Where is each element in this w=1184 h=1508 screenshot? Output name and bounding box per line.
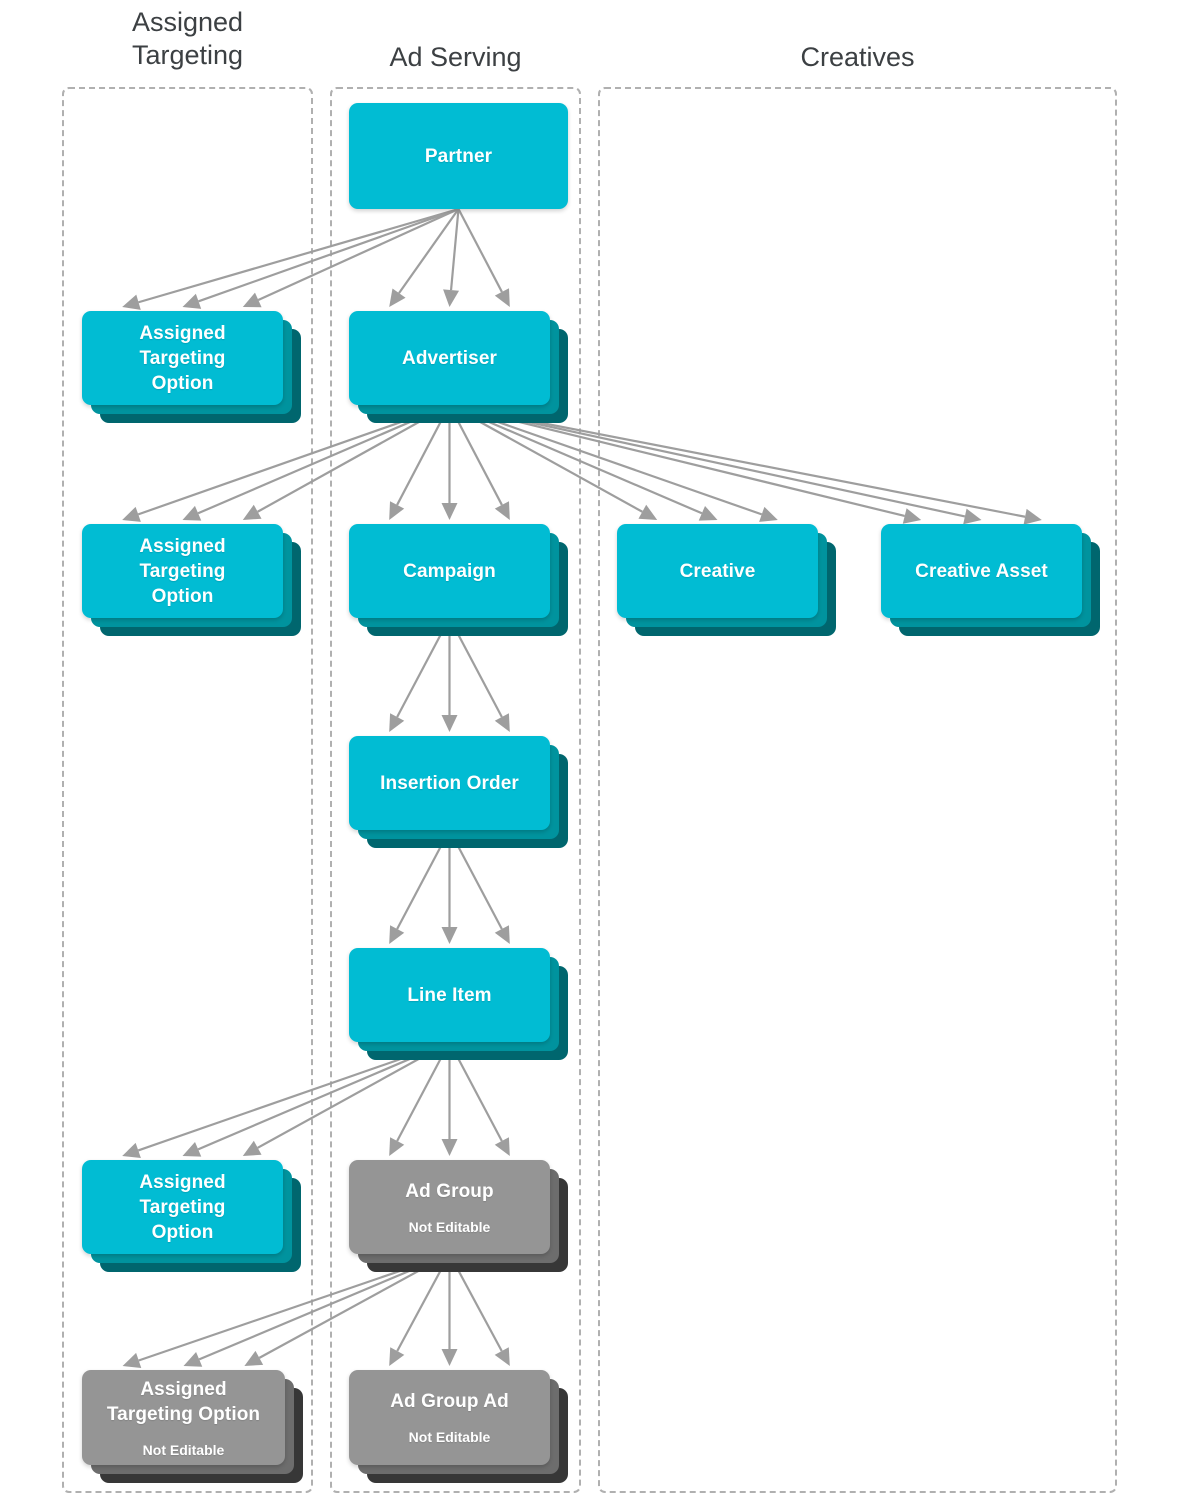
card-front-partner[interactable]: Partner <box>349 103 568 209</box>
node-label: Assigned Targeting Option <box>106 1378 261 1425</box>
node-label: Assigned Targeting Option <box>139 1171 226 1243</box>
node-label: Advertiser <box>402 347 497 369</box>
column-header-ad-serving: Ad Serving <box>389 42 522 72</box>
node-line-item[interactable]: Line Item <box>349 948 568 1060</box>
card-front-ato-partner[interactable]: Assigned Targeting Option <box>82 311 283 405</box>
node-label: Assigned Targeting Option <box>139 535 226 607</box>
node-ad-group-ad[interactable]: Ad Group Ad Not Editable <box>349 1370 568 1483</box>
group-box-ad-serving <box>330 87 581 1493</box>
node-label: Creative Asset <box>915 560 1048 582</box>
node-ato-advertiser[interactable]: Assigned Targeting Option <box>82 524 301 636</box>
node-insertion-order[interactable]: Insertion Order <box>349 736 568 848</box>
node-label: Ad Group <box>405 1180 494 1202</box>
node-ato-lineitem[interactable]: Assigned Targeting Option <box>82 1160 301 1272</box>
node-label: Partner <box>424 145 493 167</box>
card-front-creative[interactable]: Creative <box>617 524 818 618</box>
node-sublabel-not-editable: Not Editable <box>408 1429 491 1445</box>
node-label: Ad Group Ad <box>390 1391 509 1412</box>
card-front-insertion-order[interactable]: Insertion Order <box>349 736 550 830</box>
card-front-ato-advertiser[interactable]: Assigned Targeting Option <box>82 524 283 618</box>
node-sublabel-not-editable: Not Editable <box>408 1218 491 1235</box>
card-front-line-item[interactable]: Line Item <box>349 948 550 1042</box>
group-box-assigned-targeting <box>62 87 313 1493</box>
node-creative[interactable]: Creative <box>617 524 836 636</box>
card-front-creative-asset[interactable]: Creative Asset <box>881 524 1082 618</box>
card-front-ad-group-ad[interactable]: Ad Group Ad Not Editable <box>349 1370 550 1465</box>
node-label: Assigned Targeting Option <box>139 322 226 394</box>
node-sublabel-not-editable: Not Editable <box>142 1441 225 1458</box>
node-creative-asset[interactable]: Creative Asset <box>881 524 1100 636</box>
card-front-ato-lineitem[interactable]: Assigned Targeting Option <box>82 1160 283 1254</box>
column-header-assigned-targeting: Assigned Targeting <box>131 7 244 70</box>
column-header-creatives: Creatives <box>800 42 915 72</box>
node-label: Line Item <box>407 984 492 1006</box>
node-label: Campaign <box>403 560 496 582</box>
group-box-creatives <box>598 87 1117 1493</box>
node-label: Creative <box>679 560 756 582</box>
node-partner[interactable]: Partner <box>349 103 586 227</box>
card-front-campaign[interactable]: Campaign <box>349 524 550 618</box>
node-label: Insertion Order <box>380 772 519 794</box>
node-advertiser[interactable]: Advertiser <box>349 311 568 423</box>
node-campaign[interactable]: Campaign <box>349 524 568 636</box>
card-front-advertiser[interactable]: Advertiser <box>349 311 550 405</box>
node-ato-partner[interactable]: Assigned Targeting Option <box>82 311 301 423</box>
